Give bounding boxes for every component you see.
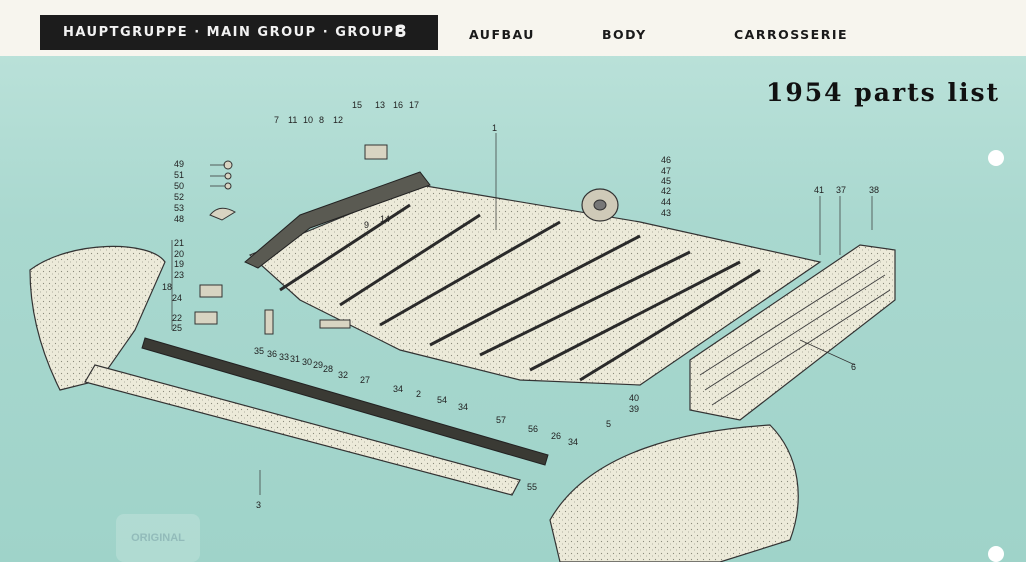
part-number: 2: [416, 389, 421, 399]
part-number: 27: [360, 375, 370, 385]
part-number: 41: [814, 185, 824, 195]
binder-hole: [988, 150, 1004, 166]
part-number: 22: [172, 313, 182, 323]
roof-bows-group: [279, 203, 761, 382]
part-number: 23: [174, 270, 184, 280]
part-number: 12: [333, 115, 343, 125]
part-number: 43: [661, 208, 671, 218]
part-number: 6: [851, 362, 856, 372]
part-number: 28: [323, 364, 333, 374]
part-number: 30: [302, 357, 312, 367]
roof-canvas-part: [248, 184, 822, 386]
part-number: 39: [629, 404, 639, 414]
part-number: 54: [437, 395, 447, 405]
part-number: 52: [174, 192, 184, 202]
part-number: 3: [256, 500, 261, 510]
part-number: 32: [338, 370, 348, 380]
part-number: 16: [393, 100, 403, 110]
hardware-parts-group: [194, 144, 388, 335]
leader-lines: [171, 133, 873, 495]
part-number: 1: [492, 123, 497, 133]
right-body-panel: [549, 424, 799, 562]
original-watermark-stamp: ORIGINAL: [116, 514, 200, 562]
part-number: 11: [288, 115, 297, 125]
part-number: 45: [661, 176, 671, 186]
part-number: 34: [393, 384, 403, 394]
part-number: 8: [319, 115, 324, 125]
part-number: 48: [174, 214, 184, 224]
part-number: 38: [869, 185, 879, 195]
part-number: 29: [313, 360, 323, 370]
binder-hole: [988, 546, 1004, 562]
part-number: 44: [661, 197, 671, 207]
part-number: 49: [174, 159, 184, 169]
seal-strip-part: [141, 337, 549, 466]
part-number: 46: [661, 155, 671, 165]
front-header-rail: [244, 171, 431, 269]
part-number: 17: [409, 100, 419, 110]
page-title: 1954 parts list: [766, 78, 1001, 107]
part-number: 19: [174, 259, 184, 269]
part-number: 51: [174, 170, 184, 180]
part-number: 31: [290, 354, 300, 364]
part-number: 14: [380, 214, 390, 224]
part-number: 35: [254, 346, 264, 356]
part-number: 36: [267, 349, 277, 359]
part-number: 21: [174, 238, 184, 248]
part-number: 40: [629, 393, 639, 403]
part-number: 10: [303, 115, 313, 125]
main-group-label: HAUPTGRUPPE · MAIN GROUP · GROUPE: [63, 25, 405, 40]
part-number: 9: [364, 220, 369, 230]
part-number: 24: [172, 293, 182, 303]
part-number: 15: [352, 100, 362, 110]
part-number: 50: [174, 181, 184, 191]
part-number: 26: [551, 431, 561, 441]
section-word-english: BODY: [602, 27, 647, 42]
main-group-bar: HAUPTGRUPPE · MAIN GROUP · GROUPE 8: [40, 15, 438, 50]
part-number: 53: [174, 203, 184, 213]
part-number: 55: [527, 482, 537, 492]
part-number: 20: [174, 249, 184, 259]
part-number: 56: [528, 424, 538, 434]
part-number: 34: [458, 402, 468, 412]
left-body-panel: [29, 245, 166, 391]
main-group-number: 8: [394, 22, 408, 42]
part-number: 25: [172, 323, 182, 333]
rear-folded-top: [689, 244, 896, 421]
part-number: 18: [162, 282, 172, 292]
part-number: 33: [279, 352, 289, 362]
part-number: 7: [274, 115, 279, 125]
part-number: 37: [836, 185, 846, 195]
part-number: 13: [375, 100, 385, 110]
part-number: 57: [496, 415, 506, 425]
part-number-labels: 1 3 5 6 7 11 10 8 12 15 13 16 17 9 14 49…: [162, 100, 879, 510]
part-number: 34: [568, 437, 578, 447]
part-number: 47: [661, 166, 671, 176]
section-word-french: CARROSSERIE: [734, 27, 849, 42]
part-number: 42: [661, 186, 671, 196]
section-word-german: AUFBAU: [469, 27, 535, 42]
side-rail-part: [84, 364, 521, 496]
part-number: 5: [606, 419, 611, 429]
